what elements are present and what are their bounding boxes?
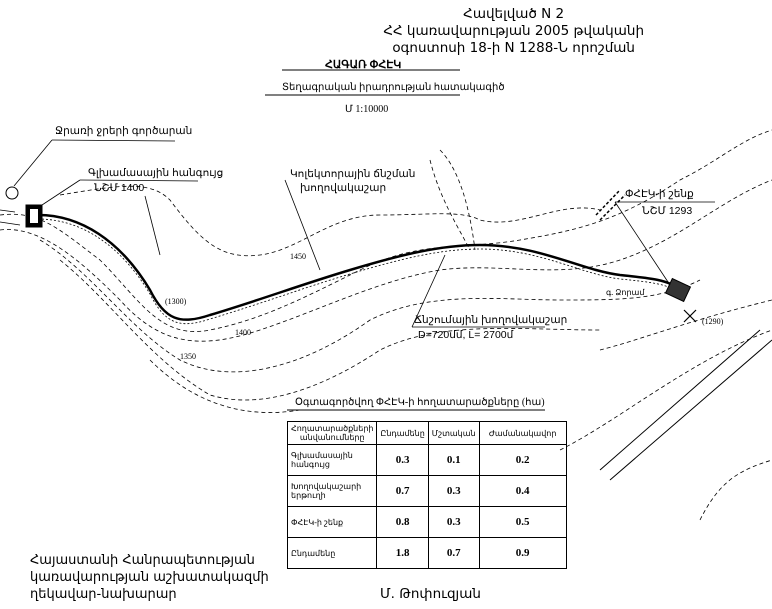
column-header: Հողատարածքների անվանումները (286, 421, 378, 445)
footer-line: ղեկավար-նախարար (30, 587, 177, 602)
cell-temporary: 0.2 (478, 444, 567, 476)
cell-permanent: 0.3 (427, 475, 480, 507)
pipeline-route (37, 213, 681, 321)
map-title: ՀԱԳԱՌ ՓՀԷԿ (325, 59, 402, 71)
cell-total: 1.8 (376, 537, 429, 569)
table-row: Խողովակաշարի երթուղի 0.7 0.3 0.4 (286, 475, 567, 507)
row-name: Ընդամենը (286, 537, 378, 569)
table-header-row: Հողատարածքների անվանումները Ընդամենը Մշտ… (286, 421, 567, 445)
leader-lines (0, 139, 715, 328)
station-level: ՆՇՄ 1293 (642, 205, 693, 217)
headworks-level: ՆՇՄ 1400 (94, 182, 145, 194)
cell-permanent: 0.7 (427, 537, 480, 569)
headworks-label: Գլխամասային հանգույց (88, 167, 224, 179)
cell-total: 0.7 (376, 475, 429, 507)
collector-label-2: խողովակաշար (300, 182, 387, 194)
pipeline-label: Ճնշումային խողովակաշար (414, 314, 568, 326)
elevation-mark: (1290) (702, 317, 724, 326)
contour-lines (0, 129, 772, 521)
pipeline-spec: D=720մմ, L= 2700մ (418, 329, 514, 341)
road-line (599, 329, 761, 471)
village-label: գ. Ձորամ (606, 288, 645, 297)
map-subtitle: Տեղագրական իրադրության հատակագիծ (282, 82, 505, 93)
collector-label: Կոլեկտորային ճնշման (290, 168, 416, 180)
header-line: ՀՀ կառավարության 2005 թվականի (383, 23, 644, 39)
row-name: Գլխամասային հանգույց (286, 444, 378, 476)
headworks-inner (30, 209, 38, 223)
contour-label: 1400 (235, 328, 251, 337)
land-area-table: Հողատարածքների անվանումները Ընդամենը Մշտ… (286, 421, 567, 569)
cell-total: 0.3 (376, 444, 429, 476)
header-line: օգոստոսի 18-ի N 1288-Ն որոշման (392, 40, 635, 56)
row-name: Խողովակաշարի երթուղի (286, 475, 378, 507)
cell-total: 0.8 (376, 506, 429, 538)
contour-label: 1350 (180, 352, 196, 361)
cell-temporary: 0.9 (478, 537, 567, 569)
station-building (664, 277, 692, 303)
cross-marker (683, 309, 697, 323)
column-header: Ժամանակավոր (478, 421, 567, 445)
reservoir-marker (5, 186, 19, 200)
table-row: Գլխամասային հանգույց 0.3 0.1 0.2 (286, 444, 567, 476)
cell-temporary: 0.4 (478, 475, 567, 507)
table-row-total: Ընդամենը 1.8 0.7 0.9 (286, 537, 567, 569)
signatory-name: Մ. Թոփուզյան (380, 586, 481, 602)
scrub-hatch (595, 189, 626, 221)
elevation-mark: (1300) (165, 297, 187, 306)
appendix-header: Հավելված N 2 ՀՀ կառավարության 2005 թվակա… (383, 6, 644, 57)
table-title: Օգտագործվող ՓՀԷԿ-ի հողատարածքները (հա) (295, 397, 545, 408)
cell-permanent: 0.1 (427, 444, 480, 476)
cell-permanent: 0.3 (427, 506, 480, 538)
pipeline-edge (37, 218, 681, 325)
column-header: Մշտական (427, 421, 480, 445)
row-name: ՓՀԷԿ-ի շենք (286, 506, 378, 538)
reservoir-label: Ջրառի ջրերի գործարան (55, 125, 193, 137)
cell-temporary: 0.5 (478, 506, 567, 538)
header-line: Հավելված N 2 (463, 6, 565, 22)
footer-line: Հայաստանի Հանրապետության (30, 553, 255, 568)
column-header: Ընդամենը (376, 421, 429, 445)
road-line (609, 339, 772, 481)
table-row: ՓՀԷԿ-ի շենք 0.8 0.3 0.5 (286, 506, 567, 538)
contour-label: 1450 (290, 252, 306, 261)
station-label: ՓՀԷԿ-ի շենք (625, 188, 694, 200)
signatory-title: Հայաստանի Հանրապետության կառավարության ա… (30, 552, 269, 603)
map-scale: Մ 1:10000 (345, 104, 389, 115)
footer-line: կառավարության աշխատակազմի (30, 570, 269, 585)
